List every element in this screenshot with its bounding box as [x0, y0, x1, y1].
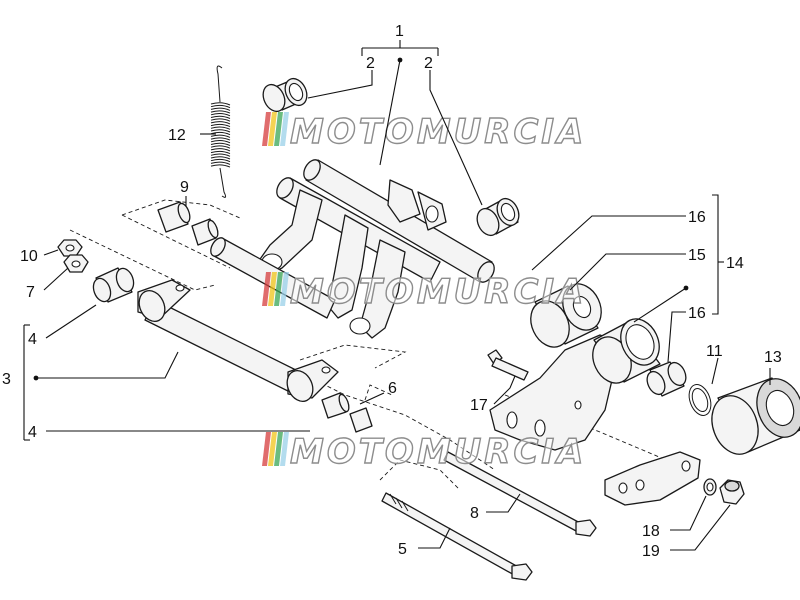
- spring-coil: [210, 104, 231, 109]
- spring-coil: [210, 140, 231, 144]
- bolt-part-17: [487, 349, 529, 381]
- callout-14: 14: [726, 255, 744, 272]
- watermark-text-fill: MOTOMURCIA: [290, 432, 586, 472]
- leader-lines: [23, 40, 771, 551]
- callout-labels: 1 2 2 12 9 10 7 4 3 4 6 5 8 17 16 15 14 …: [2, 23, 782, 560]
- watermark-layer: MOTOMURCIAMOTOMURCIAMOTOMURCIAMOTOMURCIA…: [262, 111, 586, 473]
- watermark-stripe: [280, 432, 289, 466]
- callout-16-lower: 16: [688, 305, 706, 322]
- spring-coil: [210, 153, 231, 157]
- spring-coil: [210, 134, 231, 138]
- spring-coil: [210, 107, 231, 111]
- bolt-part-8: [443, 451, 597, 537]
- callout-8: 8: [470, 505, 479, 522]
- bushing-part-4-upper: [92, 267, 135, 303]
- spring-coil: [210, 145, 231, 149]
- callout-6: 6: [388, 380, 397, 397]
- assembly-guides: [69, 199, 701, 491]
- pin-part-9: [157, 201, 219, 246]
- callout-2-left: 2: [366, 55, 375, 72]
- watermark-stripe: [262, 432, 271, 466]
- roller-part-15: [530, 283, 602, 348]
- cover-cap-part-13: [711, 377, 800, 455]
- watermark-text-fill: MOTOMURCIA: [290, 272, 586, 312]
- watermark-stripe: [268, 272, 277, 306]
- spring-coil: [210, 110, 231, 114]
- washer-part-18: [703, 478, 717, 496]
- watermark-text-fill: MOTOMURCIA: [290, 112, 586, 152]
- spring-coil: [210, 164, 231, 168]
- spring-coil: [210, 161, 231, 165]
- bushing-part-top: [262, 77, 308, 113]
- callout-10: 10: [20, 248, 38, 265]
- callout-19: 19: [642, 543, 660, 560]
- watermark-text: MOTOMURCIA: [290, 432, 586, 472]
- watermark-stripe: [262, 272, 271, 306]
- callout-4-lower: 4: [28, 424, 37, 441]
- watermark-stripe: [274, 272, 283, 306]
- spring-coil: [210, 150, 231, 155]
- spring-coil: [210, 126, 231, 130]
- nut-part-10: [57, 239, 83, 257]
- watermark-stripe: [274, 432, 283, 466]
- callout-11: 11: [706, 343, 723, 360]
- spring-coil: [210, 115, 231, 119]
- callout-16-upper: 16: [688, 209, 706, 226]
- callout-13: 13: [764, 349, 782, 366]
- spring-coil: [210, 113, 231, 117]
- callout-12: 12: [168, 127, 186, 144]
- spring-coil: [210, 123, 231, 128]
- watermark-stripe: [262, 112, 271, 146]
- callout-9: 9: [180, 179, 189, 196]
- spring-coil: [210, 118, 231, 122]
- callout-5: 5: [398, 541, 407, 558]
- callout-4-upper: 4: [28, 331, 37, 348]
- watermark-stripe: [268, 112, 277, 146]
- damper-bracket-plate: [489, 334, 626, 451]
- callout-17: 17: [470, 397, 488, 414]
- watermark-stripe: [280, 272, 289, 306]
- spring-coil: [210, 142, 231, 146]
- callout-2-right: 2: [424, 55, 433, 72]
- spring-coil: [210, 158, 231, 163]
- pin-part-6: [321, 392, 373, 433]
- swing-arm-bracket: [210, 159, 495, 339]
- callout-7: 7: [26, 284, 35, 301]
- spring-coil: [210, 131, 231, 136]
- watermark-stripe: [274, 112, 283, 146]
- pivot-tube-part-3: [137, 279, 339, 403]
- nut-part-19: [719, 479, 745, 505]
- bushing-part-right: [476, 197, 520, 237]
- nut-part-7: [63, 254, 89, 273]
- link-plate-part: [604, 451, 701, 506]
- spring-part: [210, 65, 231, 198]
- spring-coil: [210, 129, 231, 133]
- callout-1: 1: [395, 23, 404, 40]
- bolt-part-5: [381, 492, 533, 581]
- bushing-part-16-lower: [646, 361, 687, 397]
- roller-part-16-upper: [592, 318, 661, 384]
- watermark-text: MOTOMURCIA: [290, 272, 586, 312]
- spring-coil: [210, 148, 231, 152]
- watermark-stripe: [280, 112, 289, 146]
- circlip-part-11: [688, 384, 712, 416]
- spring-coil: [210, 121, 231, 125]
- watermark-stripe: [268, 432, 277, 466]
- spring-coil: [210, 102, 231, 106]
- callout-18: 18: [642, 523, 660, 540]
- watermark-text: MOTOMURCIA: [290, 112, 586, 152]
- callout-3: 3: [2, 371, 11, 388]
- callout-15: 15: [688, 247, 706, 264]
- spring-coil: [210, 137, 231, 141]
- spring-coil: [210, 156, 231, 160]
